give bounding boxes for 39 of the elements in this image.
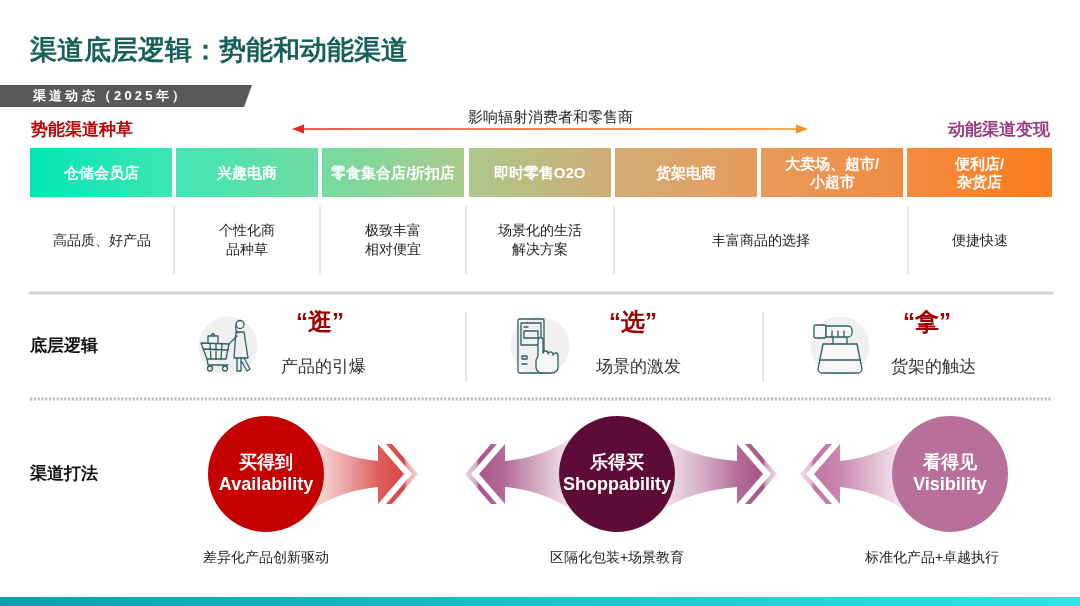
strategy-title: 买得到 xyxy=(239,452,293,474)
channel-description: 高品质、好产品 xyxy=(53,230,151,250)
strategy-title: 看得见 xyxy=(923,452,977,474)
channel-description: 便捷快速 xyxy=(952,230,1008,250)
strategy-title: 乐得买 xyxy=(590,452,644,474)
keyword-text: “拿” xyxy=(903,306,951,337)
row-heading: 底层逻辑 xyxy=(30,334,98,357)
channel-box: 兴趣电商 xyxy=(176,148,319,197)
arrow xyxy=(310,436,418,512)
strategy-subtitle: Availability xyxy=(218,474,314,496)
arrow-caption: 影响辐射消费者和零售商 xyxy=(467,106,633,127)
channel-box: 货架电商 xyxy=(614,148,757,197)
channel-description: 极致丰富相对便宜 xyxy=(364,221,422,259)
section-banner: 渠道动态（2025年） xyxy=(0,85,252,107)
channel-box: 仓储会员店 xyxy=(30,148,172,197)
stage-label: 势能渠道种草 xyxy=(31,118,133,141)
channel-description: 丰富商品的选择 xyxy=(712,230,810,250)
keyword-description: 货架的触达 xyxy=(890,355,976,378)
channel-box: 大卖场、超市/小超市 xyxy=(761,148,903,197)
slide-title: 渠道底层逻辑：势能和动能渠道 xyxy=(30,33,408,67)
strategy-subtitle: Visibility xyxy=(913,474,987,496)
channel-box: 即时零售O2O xyxy=(468,148,611,197)
caption-text: 差异化产品创新驱动 xyxy=(203,547,329,567)
caption-text: 区隔化包装+场景教育 xyxy=(549,547,685,567)
strategy-subtitle: Shoppability xyxy=(563,474,671,496)
keyword-text: “逛” xyxy=(296,306,344,337)
keyword-description: 场景的激发 xyxy=(595,355,681,378)
channel-box: 便利店/杂货店 xyxy=(907,148,1053,197)
channel-description: 个性化商品种草 xyxy=(218,221,276,259)
arrow xyxy=(465,436,573,512)
channel-box: 零食集合店/折扣店 xyxy=(322,148,465,197)
stage-label: 动能渠道变现 xyxy=(948,118,1050,141)
channel-description: 场景化的生活解决方案 xyxy=(497,221,583,259)
arrow xyxy=(661,436,777,512)
caption-text: 标准化产品+卓越执行 xyxy=(864,547,1000,567)
keyword-description: 产品的引爆 xyxy=(280,355,366,378)
row-heading: 渠道打法 xyxy=(30,462,98,485)
keyword-text: “选” xyxy=(609,306,657,337)
arrow xyxy=(800,436,906,512)
